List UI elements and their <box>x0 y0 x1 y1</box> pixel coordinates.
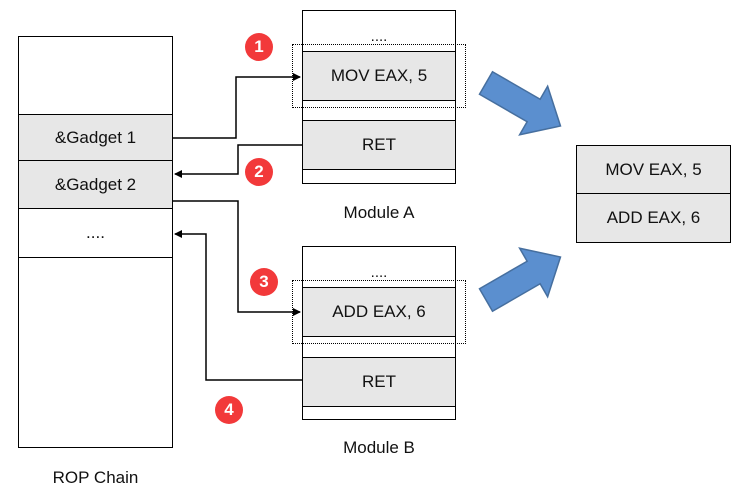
arrow-step-4 <box>174 230 302 381</box>
arrow-step-1 <box>173 73 301 139</box>
rop-chain-caption: ROP Chain <box>52 468 139 487</box>
step-badge-1: 1 <box>245 33 273 61</box>
module-b-caption: Module B <box>343 438 415 457</box>
result-add-instruction: ADD EAX, 6 <box>576 193 731 243</box>
module-b-ret-instruction: RET <box>302 357 456 407</box>
big-arrow-a <box>478 70 562 136</box>
module-b-add-instruction: ADD EAX, 6 <box>302 287 456 337</box>
arrow-step-3 <box>173 200 301 316</box>
result-mov-instruction: MOV EAX, 5 <box>576 145 731 195</box>
module-b-ellipsis: .... <box>370 264 388 281</box>
step-badge-3: 3 <box>250 268 278 296</box>
rop-chain-gadget1-cell: &Gadget 1 <box>18 114 173 162</box>
module-a-gadget-highlight <box>292 44 466 108</box>
module-a-caption: Module A <box>343 203 415 222</box>
module-a-ret-instruction: RET <box>302 120 456 170</box>
rop-chain-gadget2-cell: &Gadget 2 <box>18 160 173 210</box>
big-arrow-b <box>478 247 562 313</box>
rop-chain-ellipsis-cell: .... <box>18 208 173 258</box>
module-a-mov-instruction: MOV EAX, 5 <box>302 51 456 101</box>
step-badge-4: 4 <box>215 396 243 424</box>
arrow-step-2 <box>174 144 302 178</box>
module-a-ellipsis: .... <box>370 28 388 45</box>
step-badge-2: 2 <box>245 158 273 186</box>
